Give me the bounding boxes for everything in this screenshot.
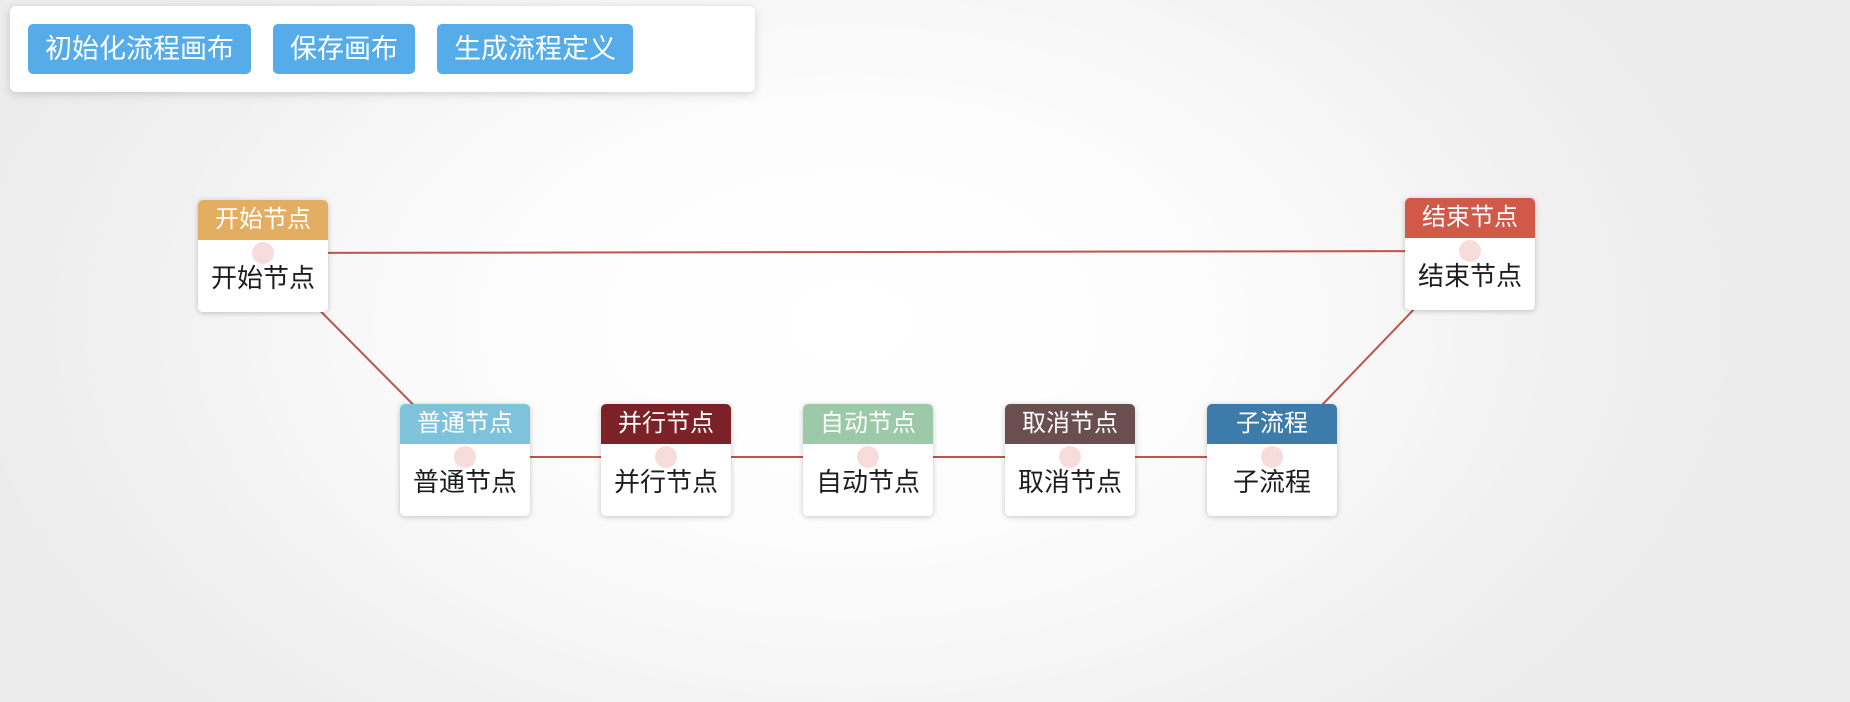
generate-definition-button[interactable]: 生成流程定义 (437, 24, 633, 74)
anchor-dot-icon[interactable] (1459, 240, 1481, 262)
save-canvas-button[interactable]: 保存画布 (273, 24, 415, 74)
flow-node-end[interactable]: 结束节点结束节点 (1405, 198, 1535, 310)
anchor-dot-icon[interactable] (1059, 446, 1081, 468)
node-body-subprocess: 子流程 (1207, 444, 1337, 516)
anchor-dot-icon[interactable] (252, 242, 274, 264)
connection-start-to-end[interactable] (262, 250, 1471, 254)
anchor-dot-icon[interactable] (857, 446, 879, 468)
node-body-cancel: 取消节点 (1005, 444, 1135, 516)
node-header-auto: 自动节点 (803, 404, 933, 444)
node-header-subprocess: 子流程 (1207, 404, 1337, 444)
node-body-normal: 普通节点 (400, 444, 530, 516)
flow-node-start[interactable]: 开始节点开始节点 (198, 200, 328, 312)
flow-node-cancel[interactable]: 取消节点取消节点 (1005, 404, 1135, 516)
anchor-dot-icon[interactable] (1261, 446, 1283, 468)
node-label-cancel: 取消节点 (1017, 467, 1122, 497)
node-header-end: 结束节点 (1405, 198, 1535, 238)
node-header-normal: 普通节点 (400, 404, 530, 444)
flow-node-subprocess[interactable]: 子流程子流程 (1207, 404, 1337, 516)
toolbar-panel: 初始化流程画布保存画布生成流程定义 (10, 6, 755, 92)
anchor-dot-icon[interactable] (454, 446, 476, 468)
node-label-auto: 自动节点 (815, 467, 920, 497)
node-body-start: 开始节点 (198, 240, 328, 312)
node-body-auto: 自动节点 (803, 444, 933, 516)
flow-node-auto[interactable]: 自动节点自动节点 (803, 404, 933, 516)
node-body-parallel: 并行节点 (601, 444, 731, 516)
node-header-parallel: 并行节点 (601, 404, 731, 444)
node-label-parallel: 并行节点 (613, 467, 718, 497)
node-body-end: 结束节点 (1405, 238, 1535, 310)
anchor-dot-icon[interactable] (655, 446, 677, 468)
node-header-start: 开始节点 (198, 200, 328, 240)
node-label-normal: 普通节点 (412, 467, 517, 497)
node-label-subprocess: 子流程 (1232, 467, 1311, 497)
flow-node-parallel[interactable]: 并行节点并行节点 (601, 404, 731, 516)
node-header-cancel: 取消节点 (1005, 404, 1135, 444)
flow-node-normal[interactable]: 普通节点普通节点 (400, 404, 530, 516)
init-canvas-button[interactable]: 初始化流程画布 (28, 24, 251, 74)
